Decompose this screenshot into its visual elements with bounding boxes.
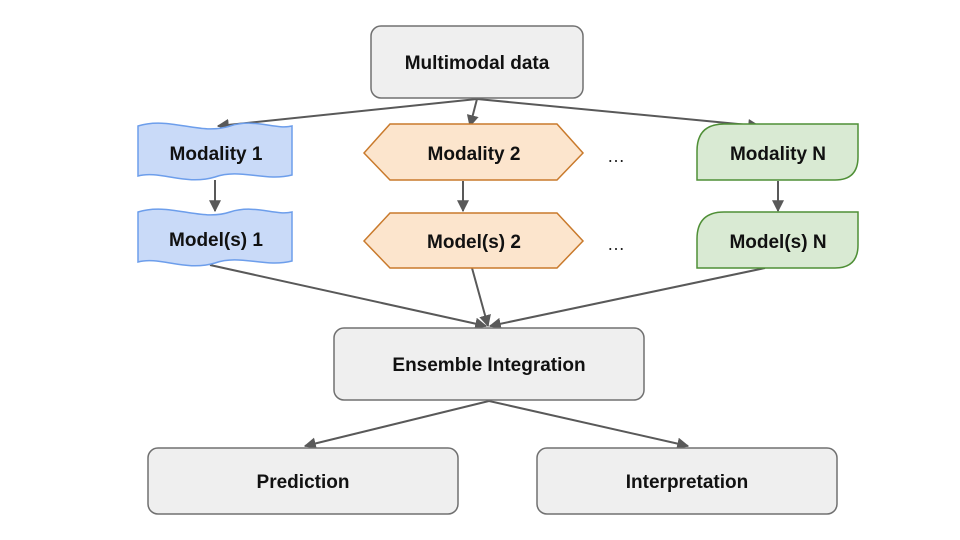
edges bbox=[209, 98, 784, 450]
prediction-node: Prediction bbox=[147, 447, 459, 515]
interpretation-node: Interpretation bbox=[536, 447, 838, 515]
models-2-label: Model(s) 2 bbox=[427, 232, 521, 253]
models-1-node: Model(s) 1 bbox=[137, 208, 293, 267]
edge-models-2-to-ensemble bbox=[471, 267, 491, 328]
edge-multimodal-to-modality-2 bbox=[466, 98, 479, 128]
edge-models-n-to-ensemble bbox=[488, 267, 766, 330]
multimodal-data-label: Multimodal data bbox=[405, 53, 550, 74]
ensemble-integration-node: Ensemble Integration bbox=[333, 327, 645, 401]
edge-ensemble-to-prediction bbox=[303, 400, 490, 450]
modality-1-label: Modality 1 bbox=[170, 144, 263, 165]
ensemble-integration-label: Ensemble Integration bbox=[392, 355, 585, 376]
modality-ellipsis: … bbox=[607, 146, 625, 166]
prediction-label: Prediction bbox=[257, 472, 350, 493]
multimodal-data-node: Multimodal data bbox=[370, 25, 584, 99]
models-n-node: Model(s) N bbox=[696, 211, 859, 269]
edge-models-1-to-ensemble bbox=[209, 264, 488, 330]
edge-multimodal-to-modality-1 bbox=[216, 98, 478, 131]
modality-2-node: Modality 2 bbox=[362, 123, 585, 181]
interpretation-label: Interpretation bbox=[626, 472, 748, 493]
edge-ensemble-to-interpretation bbox=[488, 400, 690, 450]
modality-1-node: Modality 1 bbox=[137, 122, 293, 181]
modality-2-label: Modality 2 bbox=[428, 144, 521, 165]
models-n-label: Model(s) N bbox=[729, 232, 826, 253]
models-2-node: Model(s) 2 bbox=[362, 212, 585, 269]
models-ellipsis: … bbox=[607, 234, 625, 254]
modality-n-node: Modality N bbox=[696, 123, 859, 181]
models-1-label: Model(s) 1 bbox=[169, 230, 263, 251]
edge-multimodal-to-modality-n bbox=[476, 98, 761, 131]
modality-n-label: Modality N bbox=[730, 144, 826, 165]
